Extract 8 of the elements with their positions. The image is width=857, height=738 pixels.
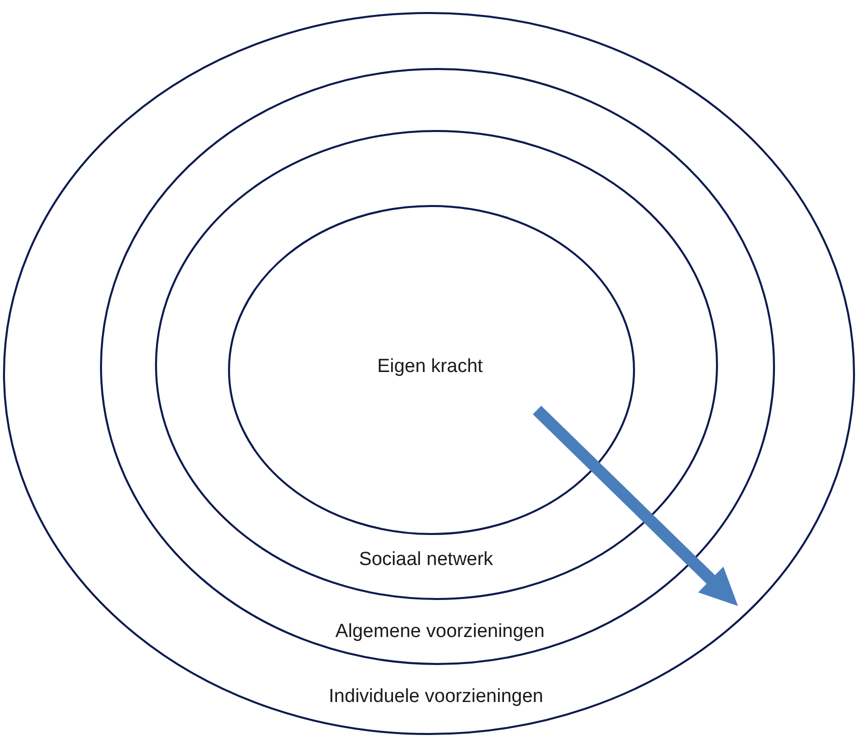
ring-ellipse xyxy=(100,68,775,665)
ring-label: Algemene voorzieningen xyxy=(335,620,545,644)
ring-ellipse xyxy=(155,130,718,600)
ring-label: Individuele voorzieningen xyxy=(328,684,544,709)
ring-label: Eigen kracht xyxy=(377,354,483,379)
ring-label: Sociaal netwerk xyxy=(358,548,494,572)
ring-ellipse xyxy=(3,12,855,735)
ring-ellipse xyxy=(228,205,635,535)
